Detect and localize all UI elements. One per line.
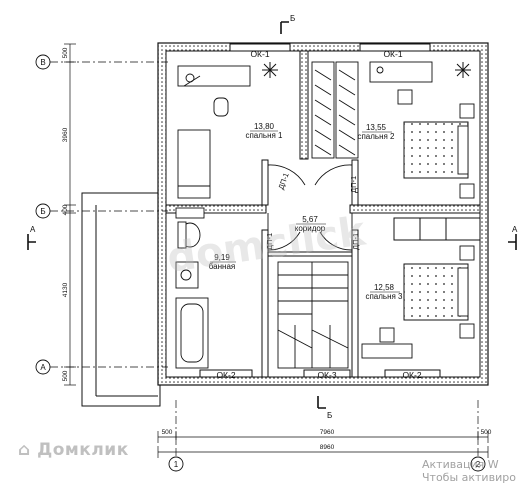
room-name: спальня 3: [365, 292, 403, 301]
room-area: 5,67: [302, 215, 318, 224]
dimension: 500: [162, 429, 173, 436]
door-label: ДП-1: [351, 233, 360, 250]
room-area: 12,58: [374, 283, 395, 292]
room-area: 9,19: [214, 253, 230, 262]
section-mark: А: [30, 225, 36, 234]
domclick-logo-icon: ⌂: [18, 440, 38, 460]
room-name: коридор: [295, 224, 326, 233]
staircase: [277, 261, 349, 369]
activation-line2: Чтобы активиро: [422, 471, 516, 484]
room-name: спальня 1: [245, 131, 283, 140]
windows: [199, 43, 441, 378]
activation-notice: Активация W Чтобы активиро: [422, 458, 516, 484]
dimension: 500: [62, 47, 69, 58]
doors: [267, 164, 353, 251]
dimension: 3960: [62, 127, 69, 142]
plant-icon: [262, 62, 471, 78]
axis-label: Б: [40, 207, 45, 216]
axis-label: А: [40, 363, 46, 372]
room-area: 13,55: [366, 123, 387, 132]
dimension: 8960: [320, 444, 335, 451]
dimension: 400: [62, 204, 69, 215]
door-label: ДП-1: [265, 233, 274, 250]
watermark-text: Домклик: [37, 440, 129, 460]
room-area: 13,80: [254, 122, 275, 131]
room-name: спальня 2: [357, 132, 395, 141]
dimension: 500: [481, 429, 492, 436]
bathroom-fixtures: [175, 207, 209, 369]
room-name: банная: [209, 262, 235, 271]
wardrobe: [311, 61, 359, 159]
window-label: ОК-2: [402, 370, 421, 380]
section-mark: А: [512, 225, 518, 234]
window-label: ОК-1: [383, 49, 402, 59]
dimension: 500: [62, 370, 69, 381]
domclick-watermark: ⌂ Домклик: [18, 440, 129, 460]
axis-label: В: [40, 58, 45, 67]
window-label: ОК-2: [216, 370, 235, 380]
terrace: [81, 192, 161, 407]
bedroom2-furniture: [369, 61, 475, 199]
dimension: 4130: [62, 282, 69, 297]
dimension: 7960: [320, 429, 335, 436]
axis-markers: [35, 54, 486, 472]
bedroom1-furniture: [177, 65, 251, 199]
bedroom3-furniture: [361, 245, 475, 359]
window-label: ОК-3: [317, 370, 336, 380]
activation-line1: Активация W: [422, 458, 499, 471]
axis-label: 1: [174, 460, 179, 469]
window-label: ОК-1: [250, 49, 269, 59]
door-label: ДП-1: [349, 176, 358, 193]
interior-walls: [165, 50, 481, 378]
section-mark: Б: [327, 411, 332, 420]
section-mark: Б: [290, 14, 295, 23]
axis-label: 2: [476, 460, 481, 469]
